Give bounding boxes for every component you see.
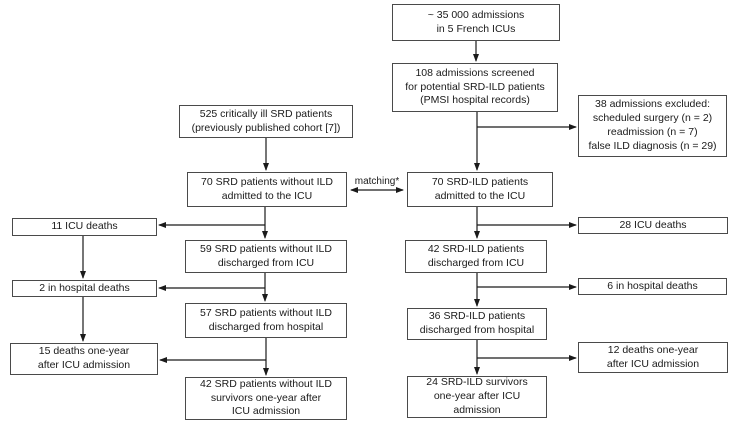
box-admissions-total: ~ 35 000 admissions in 5 French ICUs bbox=[392, 4, 560, 41]
box-srd-ild-discharged-hospital: 36 SRD-ILD patients discharged from hosp… bbox=[407, 308, 547, 340]
matching-label: matching* bbox=[354, 176, 400, 187]
box-hospital-deaths-left: 2 in hospital deaths bbox=[12, 280, 157, 297]
box-srd-ild-discharged-icu: 42 SRD-ILD patients discharged from ICU bbox=[405, 240, 547, 273]
box-admissions-screened: 108 admissions screened for potential SR… bbox=[392, 63, 558, 112]
box-hospital-deaths-right: 6 in hospital deaths bbox=[578, 278, 727, 295]
box-srd-no-ild-admitted: 70 SRD patients without ILD admitted to … bbox=[187, 172, 347, 207]
box-srd-ild-admitted: 70 SRD-ILD patients admitted to the ICU bbox=[407, 172, 553, 207]
box-icu-deaths-left: 11 ICU deaths bbox=[12, 218, 157, 236]
box-srd-cohort: 525 critically ill SRD patients (previou… bbox=[179, 105, 353, 138]
box-srd-no-ild-survivors: 42 SRD patients without ILD survivors on… bbox=[185, 377, 347, 420]
box-one-year-deaths-left: 15 deaths one-year after ICU admission bbox=[10, 343, 158, 375]
box-srd-ild-survivors: 24 SRD-ILD survivors one-year after ICU … bbox=[407, 376, 547, 418]
box-admissions-excluded: 38 admissions excluded: scheduled surger… bbox=[578, 95, 727, 157]
box-icu-deaths-right: 28 ICU deaths bbox=[578, 217, 728, 234]
box-srd-no-ild-discharged-icu: 59 SRD patients without ILD discharged f… bbox=[185, 240, 347, 273]
box-srd-no-ild-discharged-hospital: 57 SRD patients without ILD discharged f… bbox=[185, 303, 347, 338]
box-one-year-deaths-right: 12 deaths one-year after ICU admission bbox=[578, 342, 728, 373]
